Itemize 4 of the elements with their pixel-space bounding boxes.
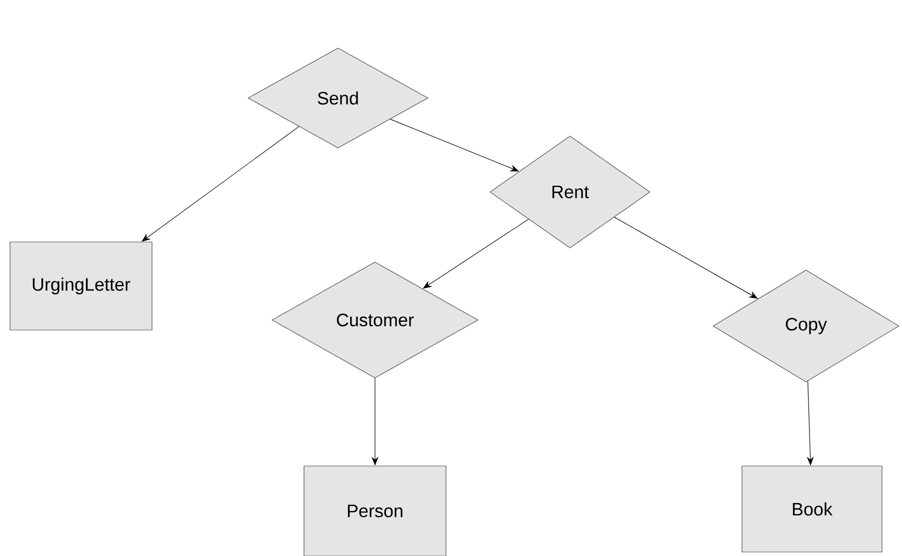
entity-box: Person [304,466,446,556]
entity-box: UrgingLetter [10,242,152,330]
arrow [614,216,758,299]
entity-box: Book [742,466,882,552]
